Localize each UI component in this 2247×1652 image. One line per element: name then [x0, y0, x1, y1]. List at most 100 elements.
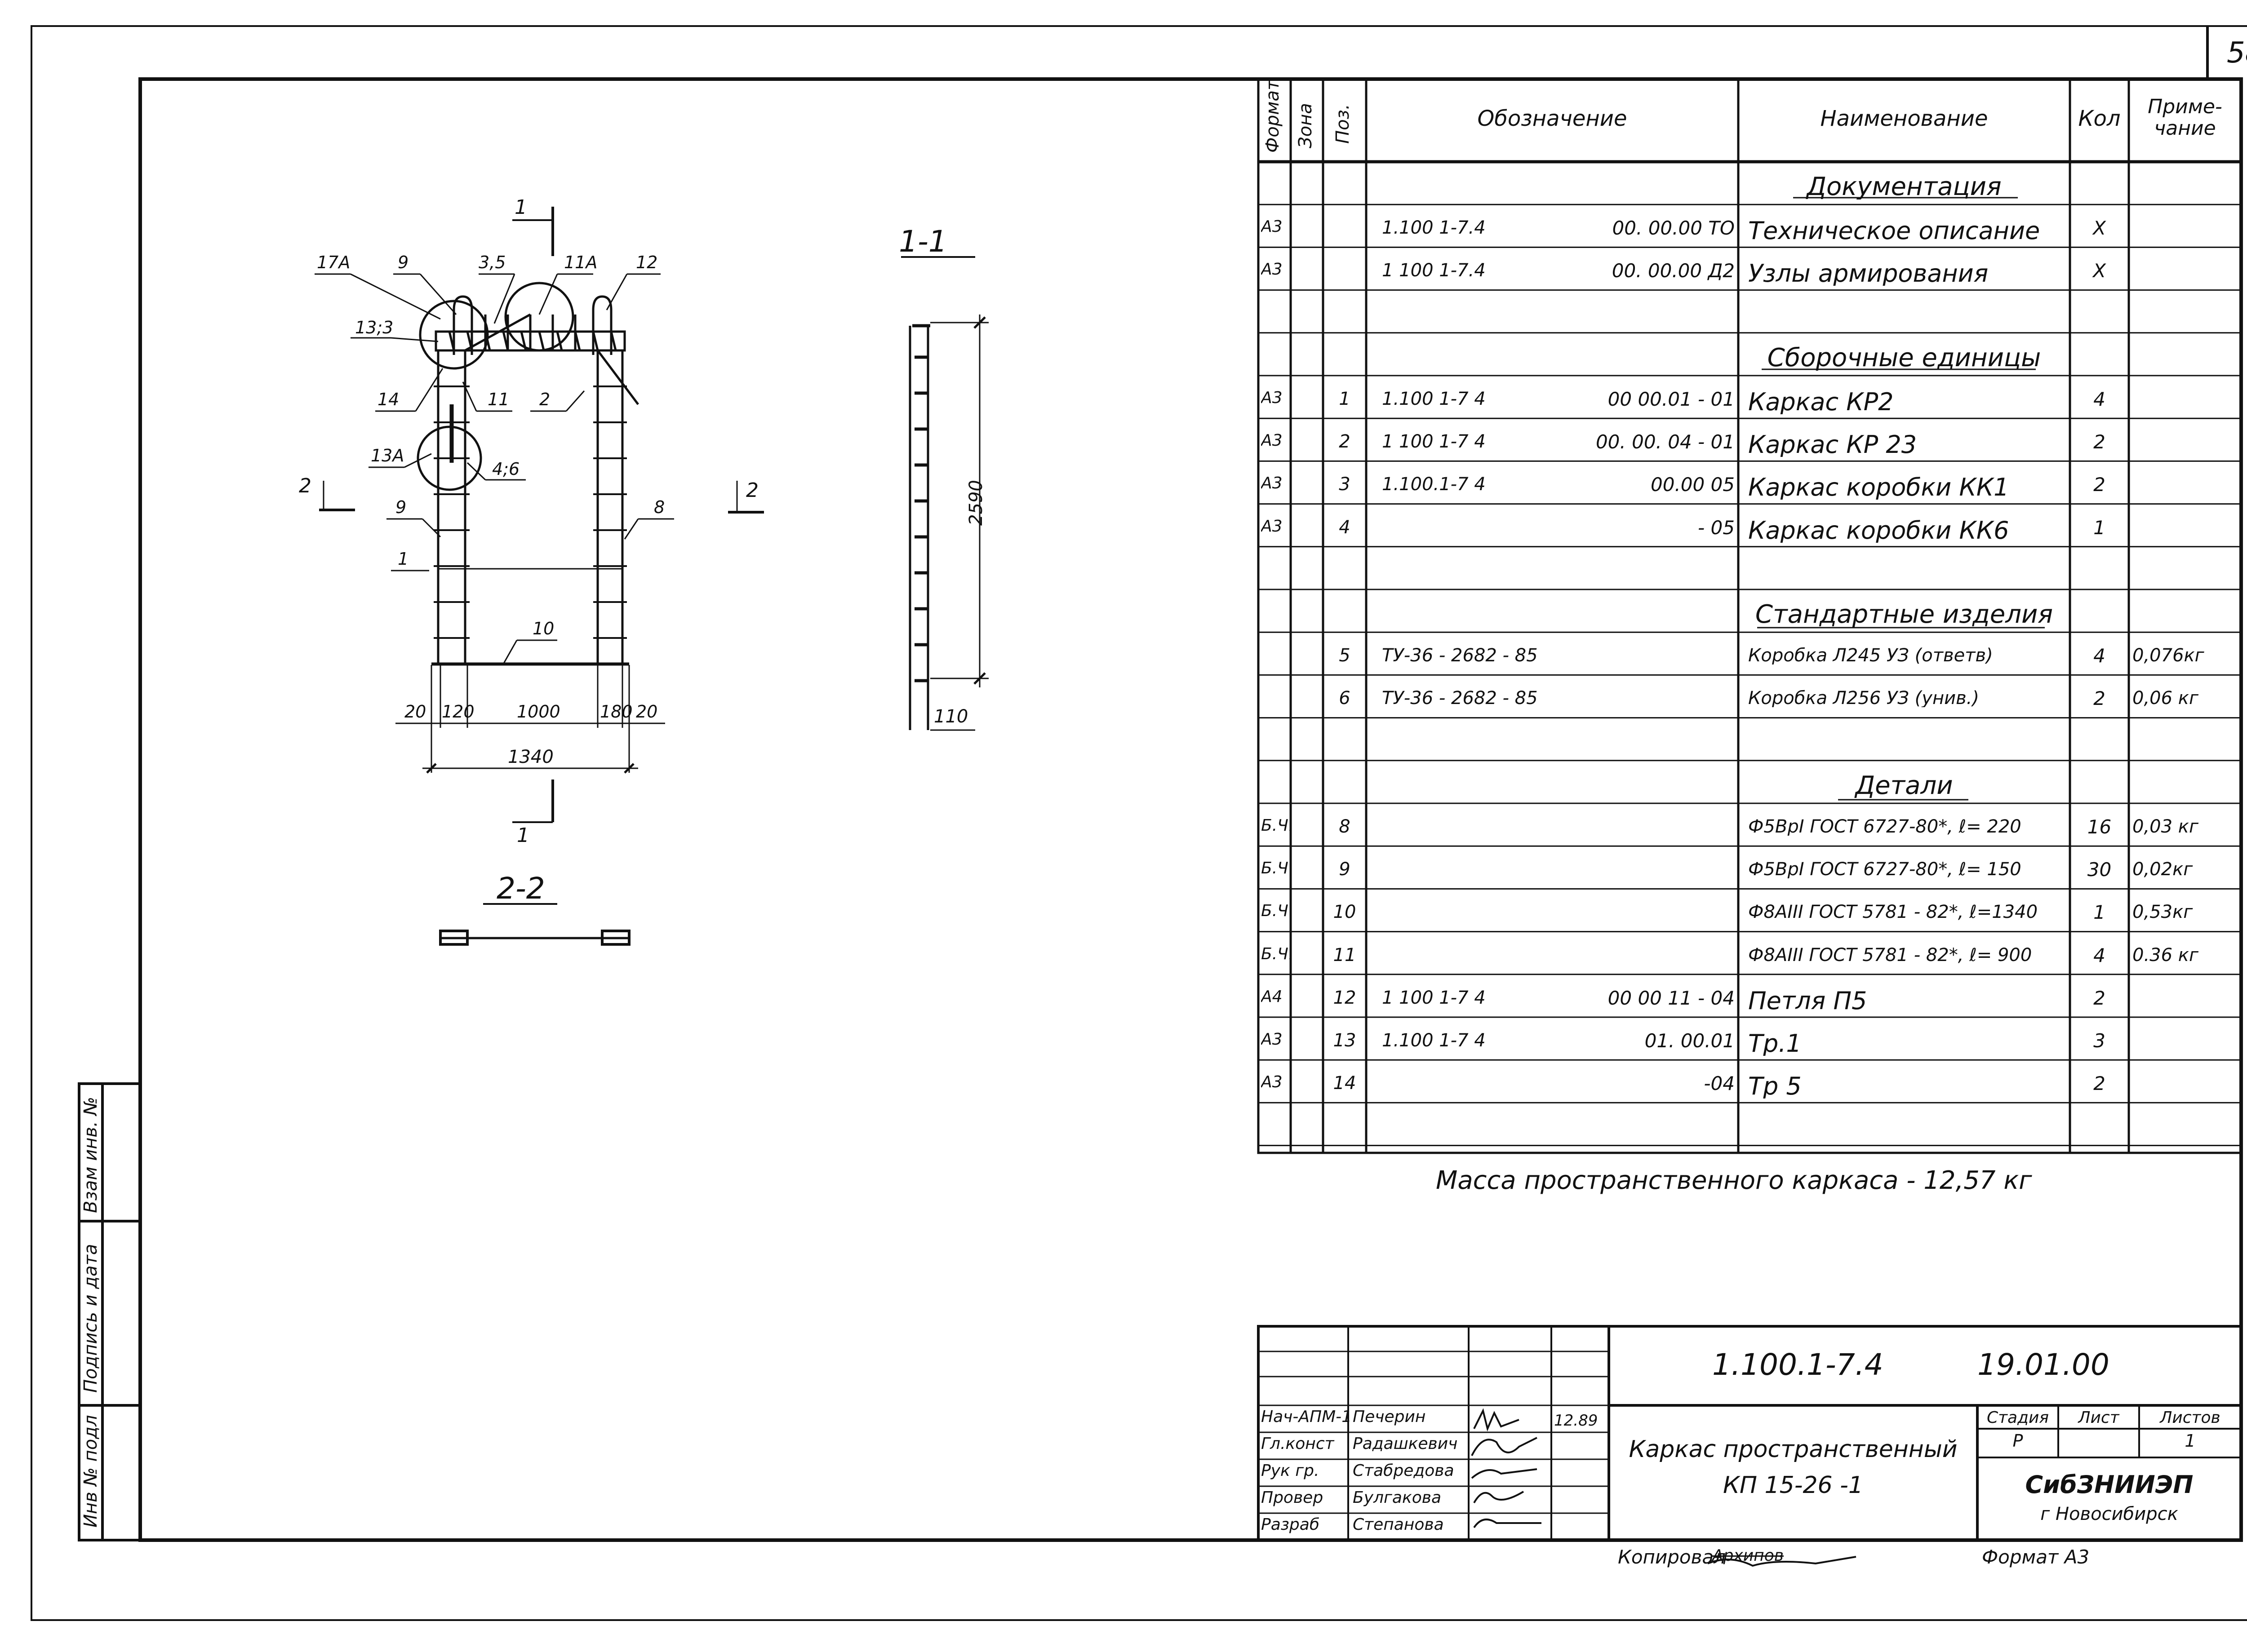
callout-1: 1	[398, 549, 409, 569]
spec-row-qty: 3	[2093, 1032, 2105, 1050]
person-role: Нач-АПМ-1	[1261, 1408, 1352, 1426]
callout-3-5: 3,5	[479, 252, 506, 272]
spec-row-pos: 14	[1333, 1074, 1356, 1093]
copied-label: Копировал	[1618, 1546, 1726, 1568]
spec-row-pos: 4	[1339, 518, 1350, 536]
spec-row-pos: 1	[1339, 390, 1350, 408]
spec-row-designation: ТУ-36 - 2682 - 85	[1382, 689, 1538, 708]
spec-row-note: 0,53кг	[2132, 903, 2193, 921]
mass-note: Масса пространственного каркаса - 12,57 …	[1436, 1166, 2032, 1195]
spec-row-format: А4	[1261, 988, 1283, 1005]
callout-11: 11	[488, 390, 510, 409]
dim-20-right: 20	[636, 702, 658, 722]
spec-row-pos: 13	[1333, 1032, 1356, 1050]
spec-row-format: А3	[1261, 261, 1283, 278]
spec-row-designation: 1.100 1-7 4	[1382, 1032, 1486, 1050]
callout-14: 14	[377, 390, 400, 409]
title-block-grid	[1257, 1325, 2243, 1541]
spec-row-designation: 1.100 1-7 4	[1382, 390, 1486, 408]
person-name: Стабредова	[1353, 1462, 1454, 1480]
spec-row-designation-code: 00. 00. 04 - 01	[1595, 433, 1735, 452]
stamp-replace-inv: Взам инв. №	[80, 1097, 101, 1213]
spec-row-designation-code: 00.00 05	[1650, 475, 1735, 495]
spec-row-designation-code: -04	[1704, 1074, 1735, 1094]
header-pos: Поз.	[1332, 104, 1353, 144]
section-1-1-title: 1-1	[899, 224, 947, 259]
spec-row-designation-code: - 05	[1698, 518, 1735, 537]
spec-row-format: Б.Ч.	[1261, 946, 1291, 962]
spec-row-name: Петля П5	[1748, 988, 1867, 1013]
copied-by: Архипов	[1712, 1546, 1784, 1565]
callout-12: 12	[636, 252, 658, 272]
cut-mark-1-top: 1	[515, 196, 527, 219]
person-name: Радашкевич	[1353, 1435, 1458, 1453]
spec-row-pos: 8	[1339, 818, 1350, 836]
header-designation: Обозначение	[1477, 106, 1627, 131]
callout-9-left: 9	[395, 497, 407, 517]
spec-row-note: 0,03 кг	[2132, 818, 2198, 836]
callout-17a: 17А	[317, 252, 351, 272]
dim-2590: 2590	[966, 480, 986, 526]
spec-row-name: Ф8АIII ГОСТ 5781 - 82*, ℓ= 900	[1748, 946, 2032, 964]
spec-row-format: Б.Ч	[1261, 903, 1288, 920]
front-view	[417, 282, 639, 666]
cut-mark-2-right: 2	[746, 479, 759, 502]
stage-label: Стадия	[1986, 1408, 2049, 1427]
spec-row-pos: 3	[1339, 475, 1350, 494]
spec-row-name: Коробка Л256 УЗ (унив.)	[1748, 689, 1979, 708]
spec-row-pos: 9	[1339, 860, 1350, 879]
sheets-label: Листов	[2160, 1408, 2220, 1427]
spec-row-name: Ф5ВрI ГОСТ 6727-80*, ℓ= 220	[1748, 818, 2021, 836]
spec-row-note: 0.36 кг	[2132, 946, 2198, 964]
spec-row-qty: 2	[2093, 689, 2105, 709]
header-format: Формат	[1262, 80, 1283, 153]
spec-row-qty: 1	[2093, 518, 2105, 537]
spec-row-designation: 1.100 1-7.4	[1382, 219, 1486, 237]
spec-row-designation: 1.100.1-7 4	[1382, 475, 1486, 494]
spec-row-name: Узлы армирования	[1748, 261, 1989, 286]
dim-1340: 1340	[508, 747, 554, 767]
spec-row-format: А3	[1261, 1074, 1283, 1091]
spec-row-designation-code: 01. 00.01	[1644, 1032, 1735, 1050]
spec-row-format: А3	[1261, 518, 1283, 535]
callout-13a: 13А	[371, 446, 404, 465]
person-name: Степанова	[1353, 1515, 1444, 1534]
format-label: Формат А3	[1982, 1546, 2090, 1568]
spec-row-name: Коробка Л245 УЗ (ответв)	[1748, 647, 1993, 665]
spec-row-designation: 1 100 1-7 4	[1382, 988, 1486, 1007]
spec-row-qty: 4	[2093, 647, 2105, 666]
spec-row-pos: 5	[1339, 647, 1350, 665]
callout-13-3: 13;3	[355, 318, 394, 337]
spec-row-qty: 2	[2093, 475, 2105, 495]
section-1-1	[901, 256, 989, 731]
callout-11a: 11А	[564, 252, 598, 272]
spec-row-qty: 30	[2087, 860, 2112, 880]
spec-row-name: Документация	[1807, 174, 2002, 199]
section-2-2	[439, 903, 631, 946]
stamp-sign-date: Подпись и дата	[80, 1244, 101, 1393]
person-name: Печерин	[1353, 1408, 1426, 1426]
spec-row-designation: 1 100 1-7.4	[1382, 261, 1486, 280]
spec-row-format: А3	[1261, 219, 1283, 235]
stage-value: Р	[2012, 1431, 2023, 1451]
title-line-1: Каркас пространственный	[1629, 1436, 1958, 1463]
callout-10: 10	[533, 619, 555, 638]
section-2-2-title: 2-2	[497, 871, 545, 906]
spec-row-name: Каркас КР 23	[1748, 433, 1917, 457]
doc-code: 19.01.00	[1977, 1347, 2109, 1382]
callout-4-6: 4;6	[492, 459, 520, 479]
dim-110: 110	[934, 706, 968, 727]
spec-row-pos: 6	[1339, 689, 1350, 708]
spec-row-qty: 2	[2093, 1074, 2105, 1094]
dim-20-left: 20	[404, 702, 426, 722]
spec-row-format: А3	[1261, 433, 1283, 449]
spec-row-designation: 1 100 1-7 4	[1382, 433, 1486, 451]
cut-mark-1-bottom: 1	[517, 824, 529, 847]
callout-9-top: 9	[398, 252, 409, 272]
spec-row-pos: 10	[1333, 903, 1356, 921]
spec-row-name: Каркас КР2	[1748, 390, 1894, 414]
header-qty: Кол	[2078, 106, 2121, 131]
person-role: Гл.конст	[1261, 1435, 1334, 1453]
person-name: Булгакова	[1353, 1488, 1442, 1507]
person-role: Рук гр.	[1261, 1462, 1319, 1480]
